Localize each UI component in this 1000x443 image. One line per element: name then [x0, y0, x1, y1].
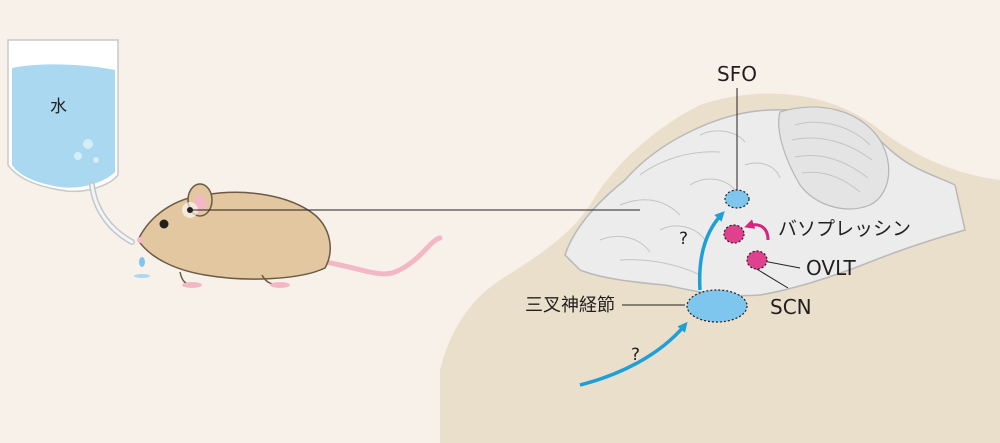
vasopressin-label: バソプレッシン: [778, 218, 911, 240]
ovlt-label: OVLT: [806, 256, 856, 280]
trigeminal-ganglion: [686, 289, 748, 323]
vasopressin-arrow: [744, 219, 770, 241]
arrow-to-trigeminal: [579, 321, 688, 387]
scn-leader: [754, 267, 789, 289]
mouse: [137, 183, 443, 288]
arrow-to-sfo: [697, 211, 725, 291]
question-label-upper: ?: [679, 229, 688, 249]
sfo-nucleus: [724, 189, 750, 209]
water-bottle: [7, 39, 150, 278]
vasopressin-nucleus: [723, 224, 745, 244]
connector-dot: [187, 207, 193, 213]
question-label-lower: ?: [631, 345, 640, 365]
trigeminal-ganglion-label: 三叉神経節: [525, 295, 615, 316]
scn-label: SCN: [770, 295, 812, 319]
ovlt-nucleus: [746, 250, 768, 270]
sfo-label: SFO: [717, 62, 757, 86]
brain: [564, 106, 966, 297]
water-label: 水: [50, 97, 67, 117]
